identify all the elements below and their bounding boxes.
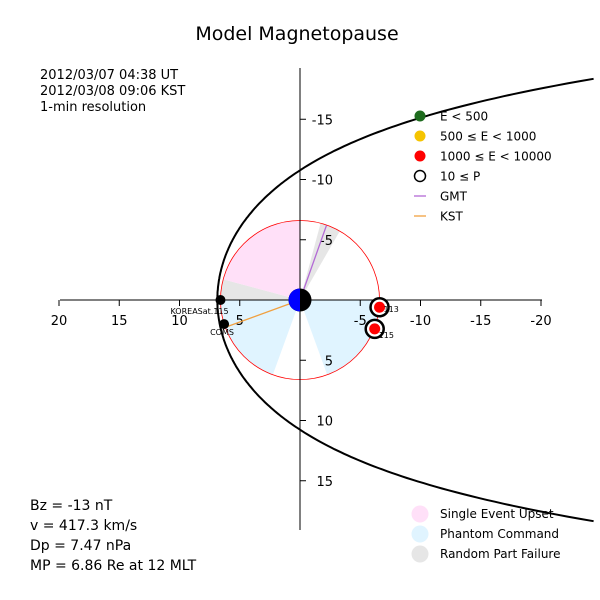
info-velocity: v = 417.3 km/s — [30, 518, 137, 534]
risk-legend-swatch — [411, 545, 429, 563]
header-kst-time: 2012/03/08 09:06 KST — [40, 84, 185, 99]
legend-dot-swatch — [414, 150, 426, 162]
satellite-label: COMS — [210, 328, 234, 337]
risk-sector — [220, 279, 300, 300]
header-resolution: 1-min resolution — [40, 100, 146, 115]
x-tick-label: -20 — [530, 314, 551, 329]
info-mp: MP = 6.86 Re at 12 MLT — [30, 558, 197, 574]
risk-sector — [300, 300, 380, 375]
y-tick-label: 5 — [325, 354, 333, 369]
x-tick-label: -15 — [470, 314, 491, 329]
x-tick-label: 15 — [111, 314, 128, 329]
satellite-label: 115 — [379, 331, 394, 340]
y-tick-label: 10 — [316, 415, 333, 430]
satellite-marker — [374, 301, 386, 313]
x-tick-label: 10 — [171, 314, 188, 329]
satellite-marker — [215, 295, 226, 305]
satellite-label: 113 — [384, 305, 399, 314]
risk-sector — [300, 223, 340, 300]
kst-line — [223, 299, 301, 329]
legend-label: GMT — [440, 190, 468, 204]
plot-area: 2015105-5-10-15-20-15-10-551015KOREASat.… — [51, 68, 594, 530]
legend-label: 500 ≤ E < 1000 — [440, 130, 536, 144]
legend-label: 10 ≤ P — [440, 170, 480, 184]
y-tick-label: -5 — [320, 234, 333, 249]
risk-legend-label: Single Event Upset — [440, 507, 554, 521]
header-ut-time: 2012/03/07 04:38 UT — [40, 68, 178, 83]
y-tick-label: 15 — [316, 475, 333, 490]
y-tick-label: -15 — [312, 113, 333, 128]
legend-label: KST — [440, 210, 463, 224]
x-tick-label: -10 — [410, 314, 431, 329]
chart-title: Model Magnetopause — [195, 23, 398, 45]
earth-day-side — [288, 288, 300, 312]
legend-dot-swatch — [413, 169, 427, 183]
legend: E < 500 500 ≤ E < 1000 1000 ≤ E < 10000 10 … — [413, 110, 552, 224]
satellite-marker — [369, 323, 381, 335]
risk-legend-label: Random Part Failure — [440, 547, 560, 561]
legend-label: 1000 ≤ E < 10000 — [440, 150, 552, 164]
info-bz: Bz = -13 nT — [30, 498, 113, 514]
y-tick-label: -10 — [312, 174, 333, 189]
legend-dot-swatch — [414, 110, 426, 122]
risk-legend-label: Phantom Command — [440, 527, 559, 541]
legend-label: E < 500 — [440, 110, 488, 124]
risk-legend-swatch — [411, 505, 429, 523]
risk-legend-swatch — [411, 525, 429, 543]
satellite-marker — [219, 319, 230, 330]
legend-dot-swatch — [414, 130, 426, 142]
x-tick-label: 20 — [51, 314, 68, 329]
satellite-label: KOREASat.115 — [170, 307, 228, 316]
risk-sector — [223, 220, 300, 300]
info-dp: Dp = 7.47 nPa — [30, 538, 131, 554]
risk-sector — [220, 300, 300, 375]
gmt-line — [299, 225, 328, 301]
x-tick-label: -5 — [354, 314, 367, 329]
